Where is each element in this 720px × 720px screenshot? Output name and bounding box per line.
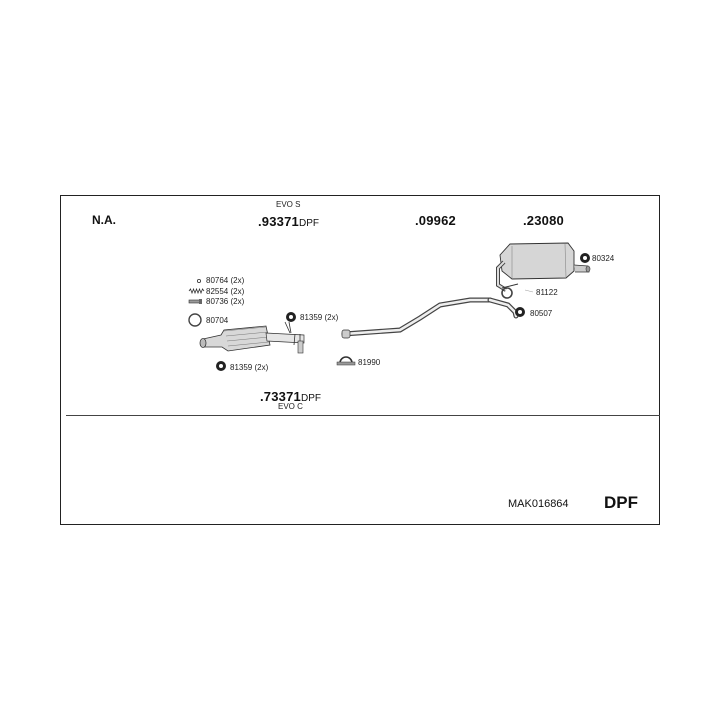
nut-81359-top-icon [286,312,296,322]
part-number-73371: .73371 [260,389,301,404]
label-evo-c: EVO C [278,402,303,411]
fitting-label-80764: 80764 (2x) [206,276,245,285]
label-part-93371: .93371DPF [258,214,319,230]
rear-muffler [496,242,591,292]
part-suffix-dpf-top: DPF [298,218,319,229]
bolt-icon [188,299,202,304]
divider-line [66,415,660,416]
front-dpf-assembly [199,321,305,354]
nut-80507-icon [515,307,525,317]
fitting-label-81122: 81122 [536,288,558,297]
clamp-81990-icon [336,356,356,366]
fitting-label-80507: 80507 [530,309,553,318]
spring-clip-icon [196,278,201,283]
leader-lines [524,289,534,293]
gasket-ring-icon [188,313,202,327]
label-part-73371: .73371DPF [260,389,321,405]
nut-80324-icon [580,253,590,263]
part-number-93371: .93371 [258,214,299,229]
fitting-label-81359-top: 81359 (2x) [300,313,339,322]
label-part-09962: .09962 [415,213,456,228]
fitting-label-80324: 80324 [592,254,615,263]
fitting-label-81990: 81990 [358,358,381,367]
spring-icon [188,287,205,295]
kit-type: DPF [604,493,638,512]
fitting-label-82554: 82554 (2x) [206,287,245,296]
middle-pipe [341,297,519,339]
fitting-label-81359-bottom: 81359 (2x) [230,363,269,372]
part-suffix-dpf-bottom: DPF [300,393,321,404]
label-part-23080: .23080 [523,213,564,228]
nut-81359-bottom-icon [216,361,226,371]
diagram-frame [60,195,660,525]
gasket-81122-icon [501,287,513,299]
fitting-label-80736: 80736 (2x) [206,297,245,306]
kit-number: MAK016864 [508,498,569,510]
label-na: N.A. [92,213,116,227]
fitting-label-80704: 80704 [206,316,229,325]
label-evo-s: EVO S [276,200,301,209]
